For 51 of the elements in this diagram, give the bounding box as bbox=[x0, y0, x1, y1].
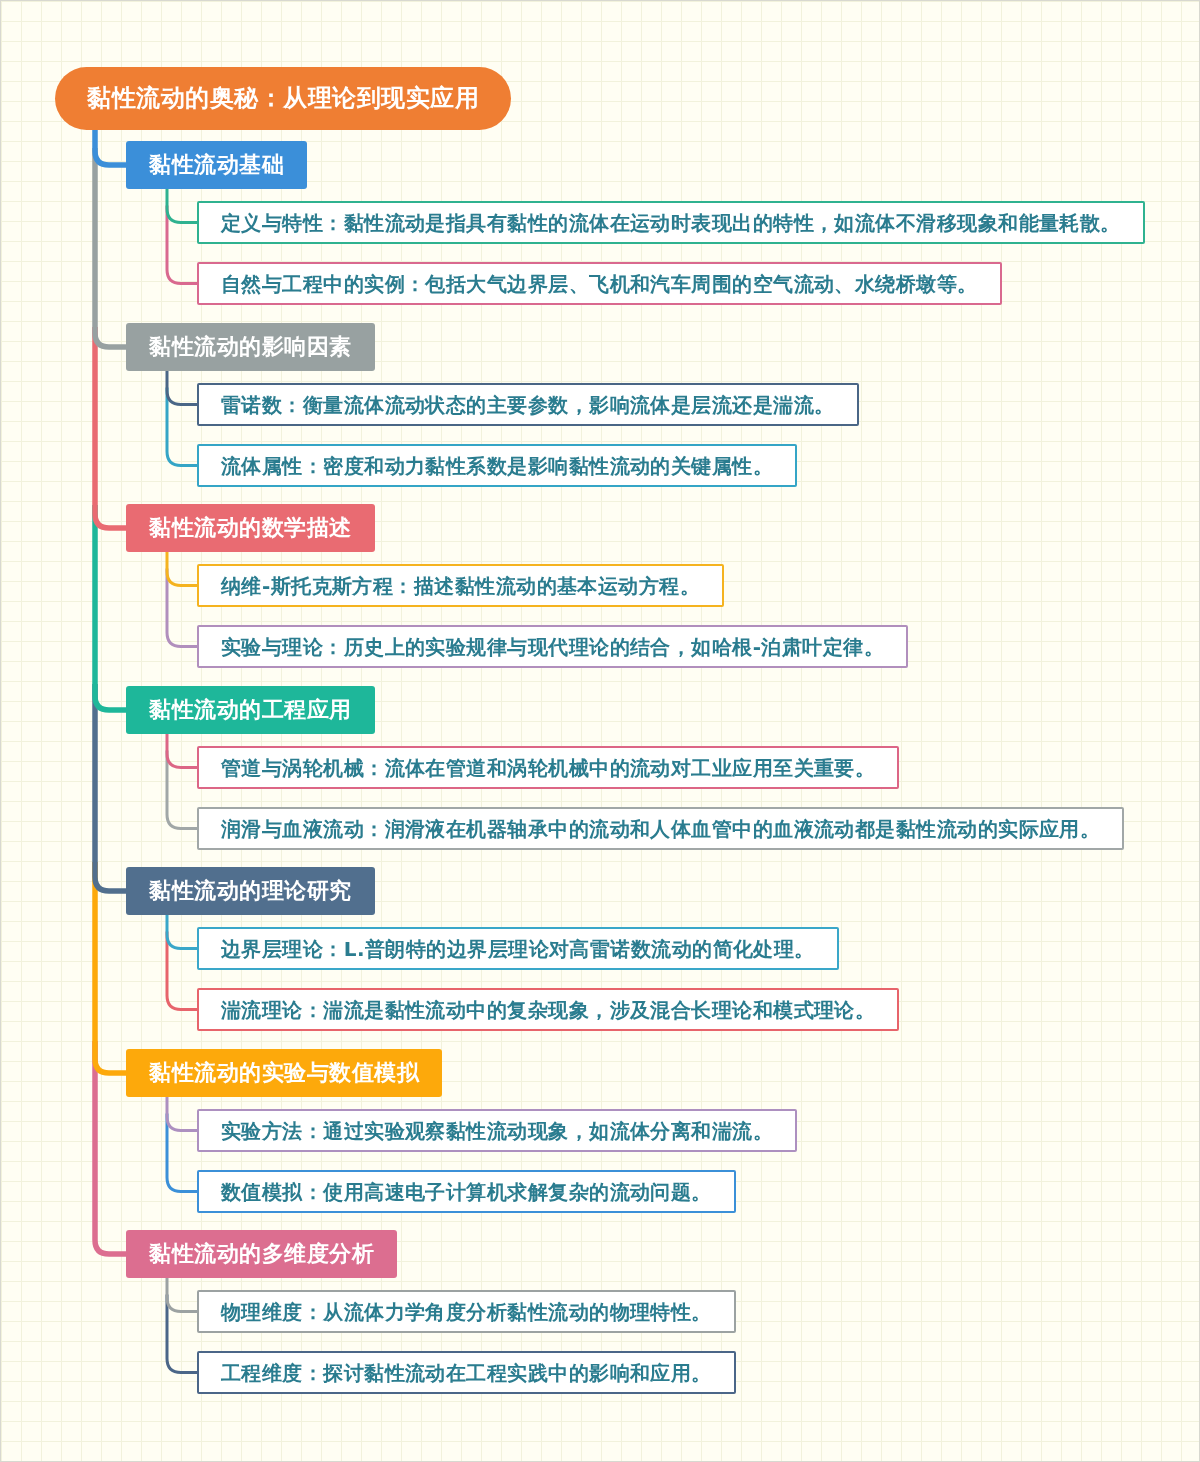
subtopic-text: 流体属性：密度和动力黏性系数是影响黏性流动的关键属性。 bbox=[221, 453, 774, 478]
subtopic-box bbox=[197, 807, 1125, 850]
topic-box bbox=[126, 686, 375, 734]
topic-title: 黏性流动的影响因素 bbox=[149, 333, 352, 361]
subtopic-text: 湍流理论：湍流是黏性流动中的复杂现象，涉及混合长理论和模式理论。 bbox=[221, 997, 876, 1022]
subtopic-box bbox=[197, 564, 725, 607]
subtopic-text: 雷诺数：衡量流体流动状态的主要参数，影响流体是层流还是湍流。 bbox=[221, 392, 835, 417]
subtopic-box bbox=[197, 988, 900, 1031]
topic-box bbox=[126, 141, 307, 189]
connector-line bbox=[165, 371, 197, 406]
topic-box bbox=[126, 867, 375, 915]
subtopic-text: 定义与特性：黏性流动是指具有黏性的流体在运动时表现出的特性，如流体不滑移现象和能量耗散。 bbox=[221, 210, 1121, 235]
subtopic-text: 工程维度：探讨黏性流动在工程实践中的影响和应用。 bbox=[221, 1360, 712, 1385]
subtopic-box bbox=[197, 625, 909, 668]
subtopic-box bbox=[197, 201, 1145, 244]
subtopic-box bbox=[197, 927, 839, 970]
subtopic-text: 实验与理论：历史上的实验规律与现代理论的结合，如哈根-泊肃叶定律。 bbox=[221, 634, 885, 659]
subtopic-box bbox=[197, 383, 859, 426]
connector-line bbox=[92, 130, 126, 168]
topic-box bbox=[126, 504, 375, 552]
topic-title: 黏性流动的数学描述 bbox=[149, 514, 352, 542]
subtopic-text: 管道与涡轮机械：流体在管道和涡轮机械中的流动对工业应用至关重要。 bbox=[221, 755, 876, 780]
topic-title: 黏性流动的实验与数值模拟 bbox=[149, 1059, 419, 1087]
connector-line bbox=[165, 734, 197, 769]
subtopic-box bbox=[197, 1290, 736, 1333]
connector-line bbox=[165, 915, 197, 950]
topic-box bbox=[126, 1049, 442, 1097]
connector-line bbox=[165, 1097, 197, 1132]
subtopic-box bbox=[197, 746, 900, 789]
subtopic-box bbox=[197, 262, 1002, 305]
subtopic-text: 自然与工程中的实例：包括大气边界层、飞机和汽车周围的空气流动、水绕桥墩等。 bbox=[221, 271, 978, 296]
subtopic-box bbox=[197, 1170, 736, 1213]
subtopic-text: 数值模拟：使用高速电子计算机求解复杂的流动问题。 bbox=[221, 1179, 712, 1204]
connector-line bbox=[165, 189, 197, 224]
topic-box bbox=[126, 1230, 397, 1278]
topic-title: 黏性流动的工程应用 bbox=[149, 696, 352, 724]
topic-title: 黏性流动的多维度分析 bbox=[149, 1240, 374, 1268]
subtopic-text: 边界层理论：L.普朗特的边界层理论对高雷诺数流动的简化处理。 bbox=[221, 936, 815, 961]
subtopic-text: 润滑与血液流动：润滑液在机器轴承中的流动和人体血管中的血液流动都是黏性流动的实际应用。 bbox=[221, 816, 1101, 841]
topic-box bbox=[126, 323, 375, 371]
topic-title: 黏性流动基础 bbox=[149, 151, 284, 179]
subtopic-text: 纳维-斯托克斯方程：描述黏性流动的基本运动方程。 bbox=[221, 573, 701, 598]
subtopic-box bbox=[197, 1109, 798, 1152]
subtopic-box bbox=[197, 444, 798, 487]
connector-line bbox=[165, 552, 197, 587]
subtopic-text: 实验方法：通过实验观察黏性流动现象，如流体分离和湍流。 bbox=[221, 1118, 774, 1143]
subtopic-text: 物理维度：从流体力学角度分析黏性流动的物理特性。 bbox=[221, 1299, 712, 1324]
central-topic-title: 黏性流动的奥秘：从理论到现实应用 bbox=[87, 84, 479, 113]
subtopic-box bbox=[197, 1351, 736, 1394]
connector-line bbox=[165, 1278, 197, 1313]
topic-title: 黏性流动的理论研究 bbox=[149, 877, 352, 905]
